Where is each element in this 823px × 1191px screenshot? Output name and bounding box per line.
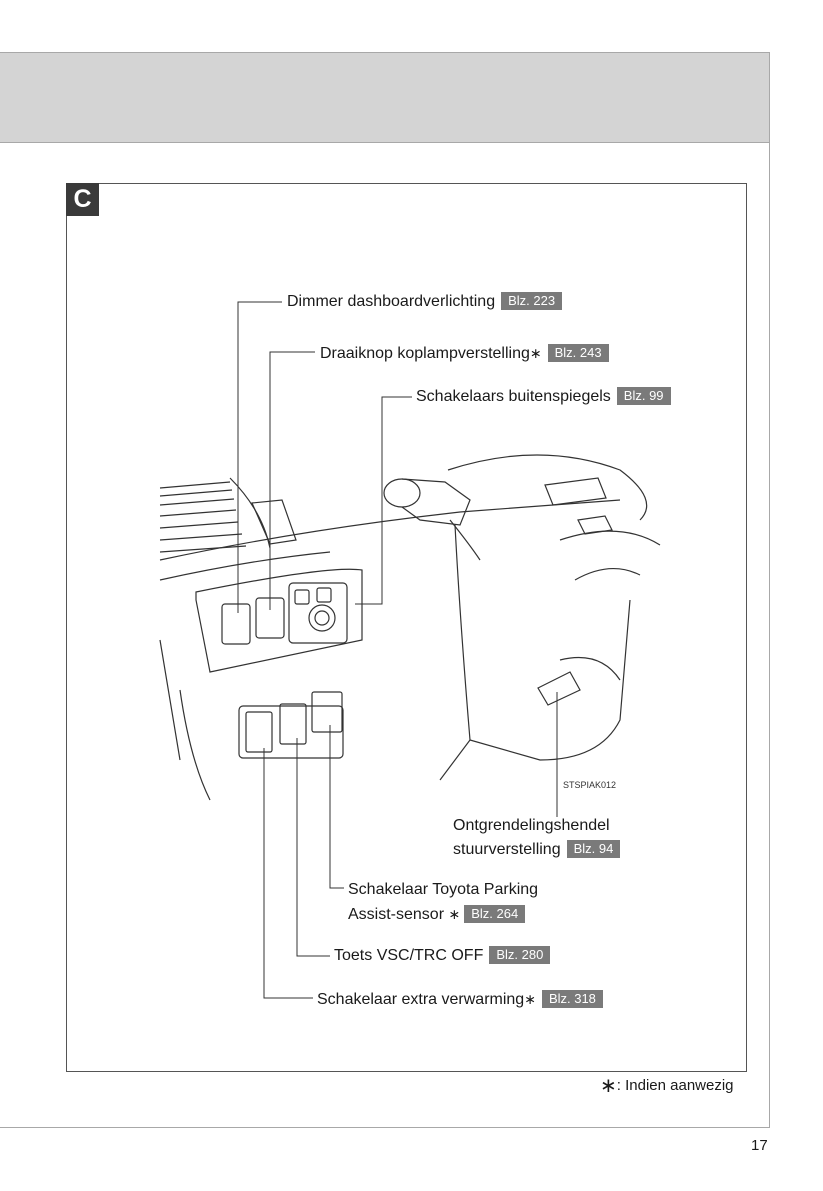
air-vent-illustration [159,477,297,553]
leader-headlamp [269,351,315,610]
callout-label-line2: stuurverstelling [453,841,561,858]
callout-label: Draaiknop koplampverstelling [320,345,530,362]
optional-star: ∗ [524,991,536,1007]
steering-column-illustration [439,454,661,781]
figure-frame [66,183,747,1072]
footnote-symbol: ∗ [600,1075,617,1097]
page-ref-badge[interactable]: Blz. 318 [541,990,603,1008]
dash-edge-illustration [159,499,621,561]
callout-label-line1: Schakelaar Toyota Parking [348,881,539,898]
page-ref-badge[interactable]: Blz. 99 [616,387,671,405]
callout-headlamp-leveling: Draaiknop koplampverstelling∗ Blz. 243 [320,343,609,364]
leader-heater [263,748,313,999]
callout-label: Schakelaar extra verwarming [317,991,525,1008]
page-ref-badge[interactable]: Blz. 264 [464,905,526,923]
callout-outside-mirrors: Schakelaars buitenspiegels Blz. 99 [416,387,671,407]
callout-label-line2: Assist-sensor [348,906,445,923]
callout-label: Toets VSC/TRC OFF [334,947,484,964]
section-letter-badge: C [66,183,99,216]
callout-dimmer: Dimmer dashboardverlichting Blz. 223 [287,292,563,312]
footnote-text: : Indien aanwezig [616,1077,734,1094]
callout-label: Dimmer dashboardverlichting [287,293,496,310]
stalk-illustration [383,478,481,561]
figure-code: STSPIAK012 [563,780,617,790]
page-edge-rule [769,141,770,1127]
header-band [0,52,770,143]
optional-star: ∗ [448,906,461,922]
leader-dimmer [237,301,282,613]
page-ref-badge[interactable]: Blz. 280 [489,946,551,964]
leader-vsc [296,738,330,957]
callout-label: Schakelaars buitenspiegels [416,388,611,405]
page-ref-badge[interactable]: Blz. 223 [501,292,563,310]
footer-rule [0,1127,770,1128]
leader-parking-assist [329,725,344,889]
leader-mirrors [355,396,412,605]
callout-tilt-release: Ontgrendelingshendel stuurverstelling Blz… [453,816,621,860]
callout-vsc-off: Toets VSC/TRC OFF Blz. 280 [334,946,551,966]
callout-label-line1: Ontgrendelingshendel [453,817,610,834]
callout-parking-assist: Schakelaar Toyota Parking Assist-sensor … [348,880,538,925]
optional-star: ∗ [529,345,542,361]
page-ref-badge[interactable]: Blz. 94 [566,840,621,858]
release-lever-illustration [537,656,621,706]
footnote: ∗: Indien aanwezig [600,1073,734,1098]
lower-switches-illustration [159,639,344,801]
callout-extra-heater: Schakelaar extra verwarming∗ Blz. 318 [317,989,603,1010]
page-ref-badge[interactable]: Blz. 243 [547,344,609,362]
page-number: 17 [751,1137,768,1154]
